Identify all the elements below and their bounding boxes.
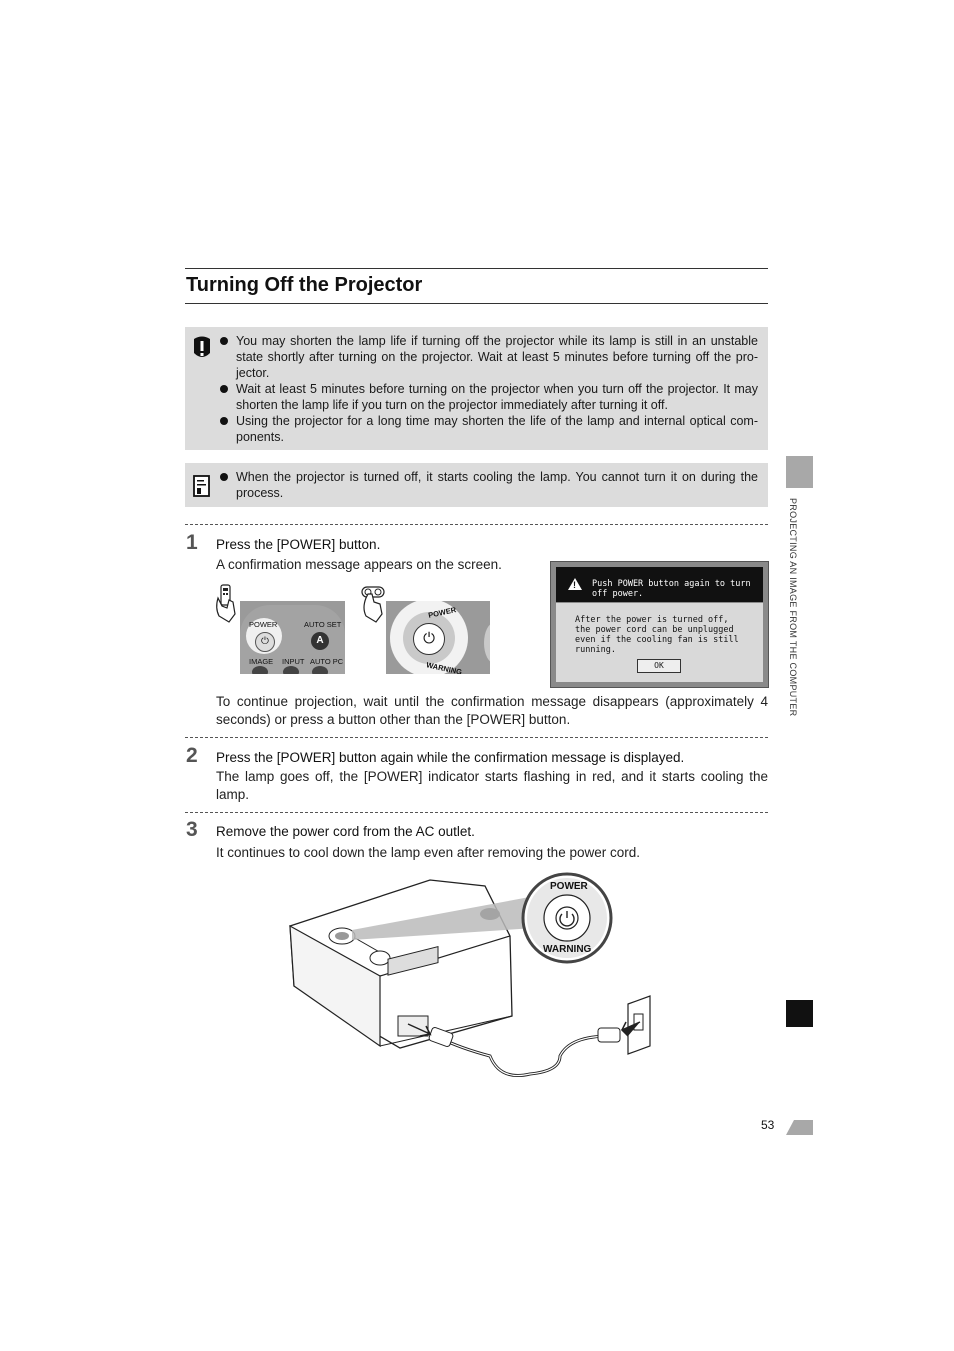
list-item: Wait at least 5 minutes before turning o… (213, 381, 758, 413)
page-title: Turning Off the Projector (186, 274, 423, 296)
step-body: A confirmation message appears on the sc… (216, 557, 502, 572)
warning-icon: ! (568, 578, 582, 590)
page-number-tab (786, 1120, 813, 1135)
remote-control-photo: POWER ⏻ AUTO SET A IMAGE INPUT AUTO PC (240, 601, 345, 674)
remote-label: AUTO SET (304, 620, 342, 629)
list-item: You may shorten the lamp life if turning… (213, 333, 758, 381)
step-number: 1 (186, 531, 198, 554)
chapter-label: PROJECTING AN IMAGE FROM THE COMPUTER (788, 498, 798, 717)
caution-list: You may shorten the lamp life if turning… (213, 333, 758, 445)
caution-box: You may shorten the lamp life if turning… (185, 327, 768, 450)
remote-label: AUTO PC (310, 657, 344, 666)
caution-icon (194, 336, 210, 357)
step-heading: Press the [POWER] button again while the… (216, 750, 685, 765)
remote-label: IMAGE (249, 657, 274, 666)
dialog-header-text: Push POWER button again to turn off powe… (592, 579, 751, 599)
page-number: 53 (761, 1118, 775, 1132)
list-item: When the projector is turned off, it sta… (213, 469, 758, 501)
dialog-header: ! Push POWER button again to turn off po… (556, 567, 763, 602)
step-number: 2 (186, 744, 198, 767)
projector-illustration: POWER WARNING (289, 872, 651, 1077)
power-button[interactable]: ⏻ (413, 623, 445, 655)
memo-icon (193, 475, 210, 497)
section-tab (786, 1000, 813, 1027)
confirmation-dialog: ! Push POWER button again to turn off po… (550, 561, 769, 688)
ok-button[interactable]: OK (637, 659, 681, 673)
dialog-line: the power cord can be unplugged (575, 625, 734, 635)
memo-box: When the projector is turned off, it sta… (185, 463, 768, 507)
callout-warning-label: WARNING (543, 944, 592, 955)
panel-hand-icon (361, 586, 385, 623)
auto-set-button[interactable]: A (311, 632, 329, 650)
step-divider (185, 812, 768, 813)
remote-hand-icon (216, 584, 236, 623)
dialog-body: After the power is turned off, the power… (556, 603, 763, 682)
dialog-line: After the power is turned off, (575, 615, 729, 625)
chapter-tab (786, 456, 813, 488)
title-rule-bottom (185, 303, 768, 304)
step-body: It continues to cool down the lamp even … (216, 845, 640, 860)
step-divider (185, 524, 768, 525)
dialog-line: even if the cooling fan is still running… (575, 635, 739, 655)
step-number: 3 (186, 818, 198, 841)
list-item: Using the projector for a long time may … (213, 413, 758, 445)
step-note: To continue projection, wait until the c… (216, 694, 768, 727)
remote-label: INPUT (282, 657, 305, 666)
power-button[interactable]: ⏻ (255, 632, 275, 652)
step-divider (185, 737, 768, 738)
title-rule-top (185, 268, 768, 269)
step-heading: Press the [POWER] button. (216, 537, 381, 552)
step-heading: Remove the power cord from the AC outlet… (216, 824, 475, 839)
callout-power-label: POWER (550, 881, 589, 892)
control-panel-photo: ⏻ POWER WARNING (386, 601, 490, 674)
remote-label: POWER (249, 620, 278, 629)
memo-list: When the projector is turned off, it sta… (213, 469, 758, 501)
step-body: The lamp goes off, the [POWER] indicator… (216, 769, 768, 802)
